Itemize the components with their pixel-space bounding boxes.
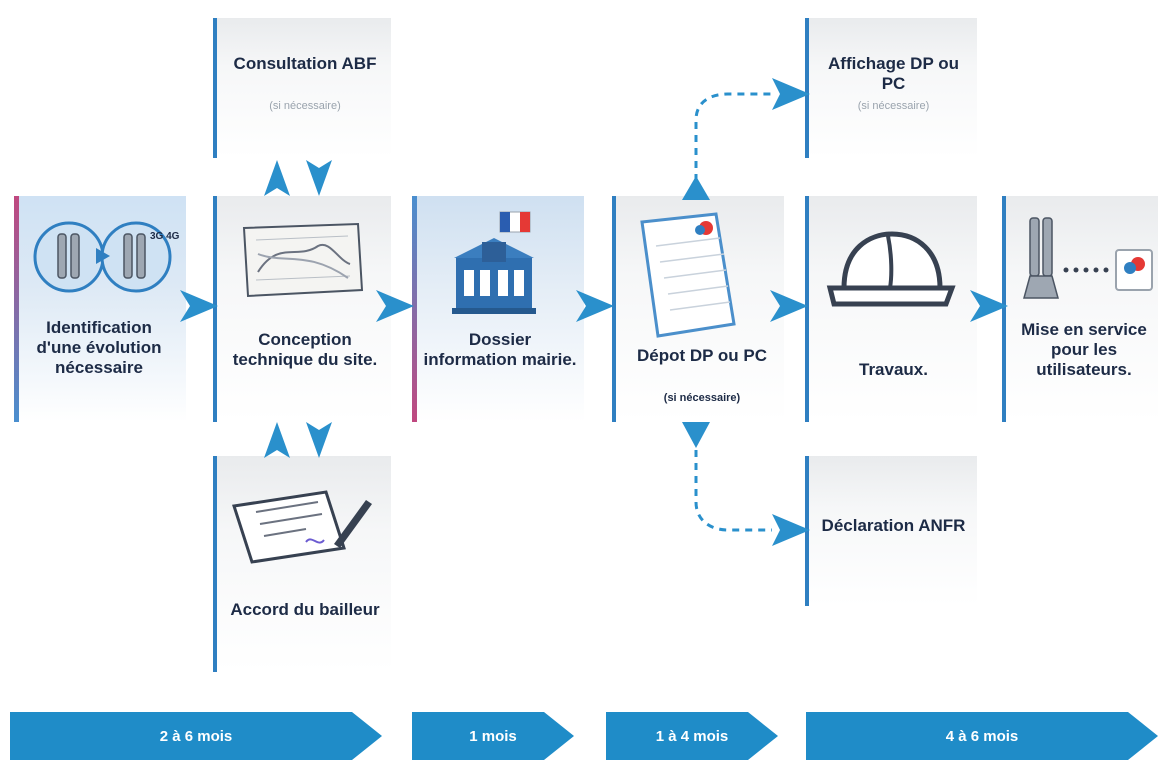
step-travaux-label: Travaux. bbox=[859, 360, 928, 379]
arrow-down-to-accord bbox=[306, 422, 332, 458]
hard-hat-icon bbox=[826, 231, 956, 307]
arrow-up-to-consultation bbox=[264, 160, 290, 196]
step-affichage-border bbox=[805, 18, 809, 158]
step-consultation-note: (si nécessaire) bbox=[269, 100, 341, 112]
step-mise-en-service-label: Mise en service pour les utilisateurs. bbox=[1021, 320, 1147, 379]
step-conception-border bbox=[213, 196, 217, 422]
timeline-segment-2: 1 mois bbox=[412, 712, 574, 760]
arrow-right-3 bbox=[576, 290, 614, 322]
timeline-segment-1: 2 à 6 mois bbox=[10, 712, 382, 760]
timeline-segment-3: 1 à 4 mois bbox=[606, 712, 778, 760]
step-travaux-border bbox=[805, 196, 809, 422]
step-depot-title: Dépot DP ou PC bbox=[636, 346, 768, 365]
technical-plan-icon bbox=[242, 222, 364, 298]
step-declaration bbox=[805, 456, 977, 606]
step-mise-en-service-border bbox=[1002, 196, 1006, 422]
arrow-right-5 bbox=[970, 290, 1008, 322]
dashed-arrow-to-affichage bbox=[682, 78, 810, 200]
town-hall-icon bbox=[452, 211, 536, 314]
step-identification-border bbox=[14, 196, 19, 422]
step-declaration-label: Déclaration ANFR bbox=[821, 516, 966, 535]
step-accord-border bbox=[213, 456, 217, 672]
connected-antenna-icon bbox=[1023, 217, 1153, 299]
step-conception-label: Conception technique du site. bbox=[232, 330, 378, 369]
signed-document-icon bbox=[232, 490, 372, 564]
dashed-arrow-to-declaration bbox=[682, 422, 810, 546]
badge-text: 3G 4G bbox=[150, 231, 180, 242]
arrow-up-from-accord bbox=[264, 422, 290, 458]
arrow-right-4 bbox=[770, 290, 808, 322]
application-form-icon bbox=[640, 212, 736, 338]
step-depot-border bbox=[612, 196, 616, 422]
step-mise-en-service bbox=[1002, 196, 1158, 422]
timeline-segment-4: 4 à 6 mois bbox=[806, 712, 1158, 760]
arrow-down-from-consultation bbox=[306, 160, 332, 196]
step-accord bbox=[213, 456, 391, 672]
arrow-right-1 bbox=[180, 290, 218, 322]
step-accord-label: Accord du bailleur bbox=[230, 600, 380, 619]
arrow-right-2 bbox=[376, 290, 414, 322]
step-affichage-note: (si nécessaire) bbox=[857, 100, 930, 112]
step-consultation bbox=[213, 18, 391, 158]
step-identification-label: Identification d'une évolution nécessair… bbox=[36, 318, 162, 377]
step-dossier-label: Dossier information mairie. bbox=[423, 330, 577, 369]
step-affichage-title: Affichage DP ou PC bbox=[828, 54, 959, 93]
step-consultation-border bbox=[213, 18, 217, 158]
antenna-upgrade-icon: 3G 4G bbox=[33, 221, 180, 293]
step-depot-note: (si nécessaire) bbox=[663, 392, 741, 404]
step-consultation-title: Consultation ABF bbox=[233, 54, 377, 73]
step-dossier-border bbox=[412, 196, 417, 422]
step-affichage bbox=[805, 18, 977, 158]
